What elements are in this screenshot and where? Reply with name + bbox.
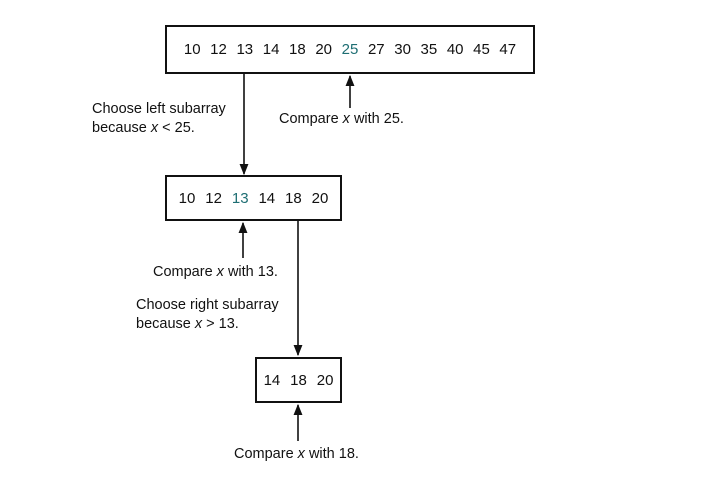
bottom-array-cell: 14 (263, 371, 281, 389)
top-array-cell: 18 (289, 41, 306, 58)
top-array-cell: 35 (420, 41, 438, 58)
bottom-array-cell: 20 (316, 371, 334, 389)
full-array-box: 10 12 13 14 18 20 25 27 30 35 40 45 47 (165, 25, 535, 74)
compare-13-note: Compare x with 13. (153, 264, 278, 280)
top-array-cell: 47 (499, 41, 517, 58)
mid-array-cell: 14 (258, 189, 276, 207)
top-array-cell: 20 (315, 41, 333, 58)
top-array-cell: 14 (262, 41, 280, 58)
top-array-cell: 13 (236, 41, 254, 58)
choose-right-line2: because x > 13. (136, 316, 239, 332)
left-subarray-cells: 10 12 13 14 18 20 (174, 190, 334, 207)
top-array-cell: 30 (394, 41, 411, 58)
choose-right-line1: Choose right subarray (136, 297, 279, 313)
top-array-cell: 45 (473, 41, 490, 58)
mid-array-cell: 20 (311, 189, 329, 207)
choose-left-line1: Choose left subarray (92, 101, 226, 117)
left-subarray-box: 10 12 13 14 18 20 (165, 175, 342, 221)
right-subarray-cells: 14 18 20 (259, 372, 339, 389)
compare-18-note: Compare x with 18. (234, 446, 359, 462)
full-array-cells: 10 12 13 14 18 20 25 27 30 35 40 45 47 (179, 41, 521, 58)
top-array-cell: 27 (367, 41, 385, 58)
mid-array-cell: 10 (178, 189, 196, 207)
right-subarray-box: 14 18 20 (255, 357, 342, 403)
compare-25-note: Compare x with 25. (279, 111, 404, 127)
top-array-cell: 40 (446, 41, 464, 58)
choose-left-note: Choose left subarray because x < 25. (92, 100, 226, 138)
top-array-cell: 25 (341, 41, 359, 58)
choose-right-note: Choose right subarray because x > 13. (136, 296, 279, 334)
mid-array-cell: 13 (231, 189, 249, 207)
bottom-array-cell: 18 (290, 371, 307, 389)
mid-array-cell: 18 (285, 189, 302, 207)
top-array-cell: 12 (210, 41, 227, 58)
choose-left-line2: because x < 25. (92, 120, 195, 136)
top-array-cell: 10 (183, 41, 201, 58)
mid-array-cell: 12 (205, 189, 222, 207)
